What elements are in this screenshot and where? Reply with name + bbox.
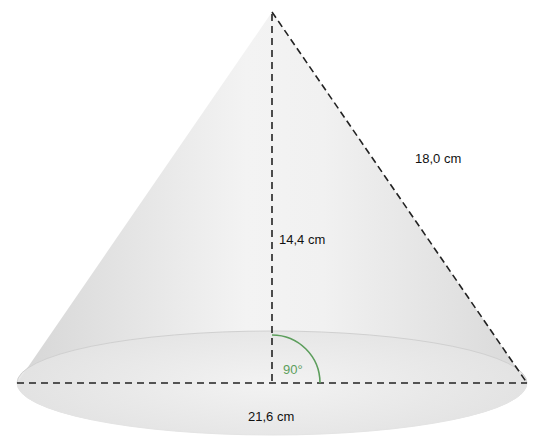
right-angle-arc	[272, 335, 320, 383]
dimension-label: 18,0 cm	[415, 151, 461, 166]
cone-body	[17, 12, 527, 435]
dimension-label: 14,4 cm	[279, 232, 325, 247]
dimension-label: 21,6 cm	[248, 409, 294, 424]
cone-base	[17, 331, 527, 435]
angle-label: 90°	[283, 362, 303, 377]
height-line	[271, 14, 273, 383]
diameter-line	[17, 382, 527, 384]
base-back-edge	[17, 383, 527, 435]
slant-line	[272, 12, 527, 383]
